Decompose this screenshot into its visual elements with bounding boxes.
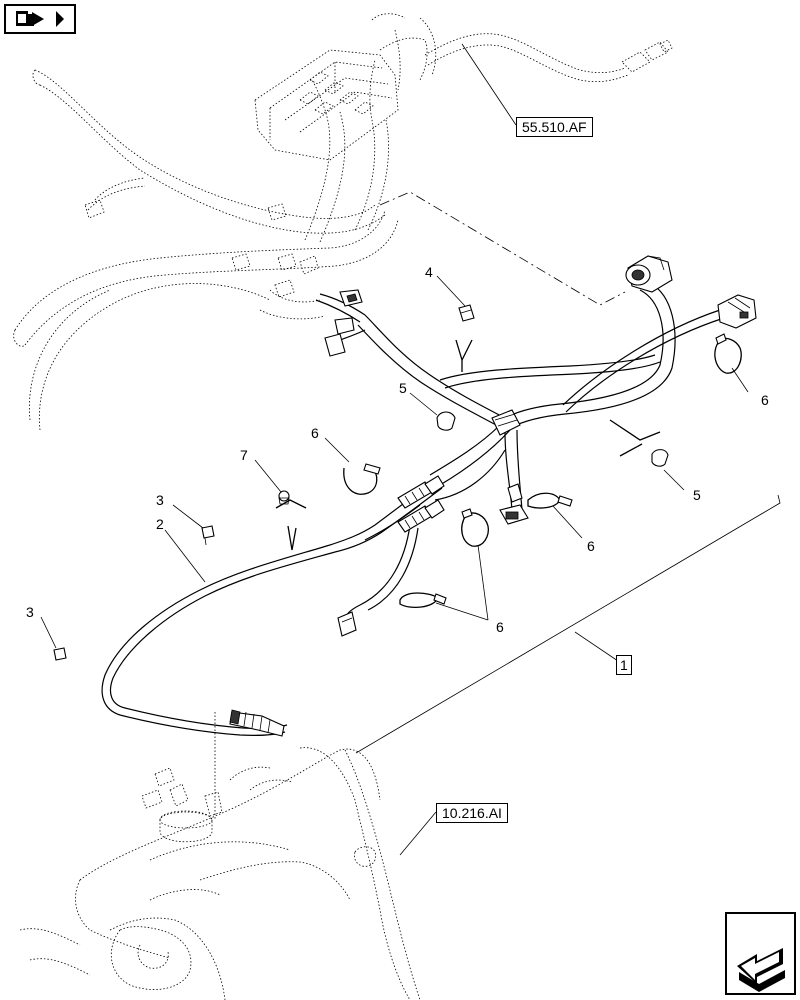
installation-markers [275,339,661,551]
right-plug-connector [717,294,757,329]
main-wiring-harness [101,282,725,736]
clip-item-5-upper [436,411,456,431]
callout-6-right: 6 [761,392,769,408]
twin-inline-connectors [397,475,445,533]
next-page-button[interactable] [725,912,796,995]
grommet-item-7 [278,490,290,505]
cable-end-sensor [229,709,285,737]
cable-tie-6b [714,333,742,374]
cable-tie-6e [399,592,447,609]
background-chassis-harness [13,13,437,431]
callout-5-upper: 5 [399,380,407,396]
callout-6-lower: 6 [496,619,504,635]
callout-3-lower: 3 [26,604,34,620]
ref-box-10-216-ai[interactable]: 10.216.AI [436,803,508,823]
large-round-connector [625,255,673,293]
lower-drop-connector [337,611,357,637]
clip-item-3-upper [201,525,215,546]
callout-2: 2 [156,516,164,532]
fuel-sender-unit [141,712,223,843]
clip-item-5-right [651,449,669,467]
small-square-connector [499,483,529,525]
cable-tie-6d [461,508,490,547]
callout-6-center: 6 [587,538,595,554]
callout-6-left: 6 [311,425,319,441]
hvac-branch-harness [424,33,673,83]
callout-3-upper: 3 [156,492,164,508]
background-connectors [84,199,319,298]
ref-box-55-510-af[interactable]: 55.510.AF [516,117,593,137]
cable-tie-6c [527,492,573,509]
cable-tie-6a [343,463,381,495]
harness-junction-block [491,409,521,436]
arrow-navigation-icon [737,948,785,992]
callout-5-right: 5 [693,487,701,503]
clip-item-3-lower [53,647,67,661]
fuel-tank [19,747,421,1000]
callout-4: 4 [425,264,433,280]
sensor-connector-upper [324,289,363,357]
fuse-box-outline [254,49,399,161]
document-arrow-icon [16,11,64,27]
callout-7: 7 [240,447,248,463]
assembly-item-box[interactable]: 1 [616,655,632,675]
callout-leader-lines [40,43,781,856]
previous-page-button[interactable] [4,4,76,34]
clip-item-4 [458,304,475,322]
assembly-reference-line [379,191,626,306]
